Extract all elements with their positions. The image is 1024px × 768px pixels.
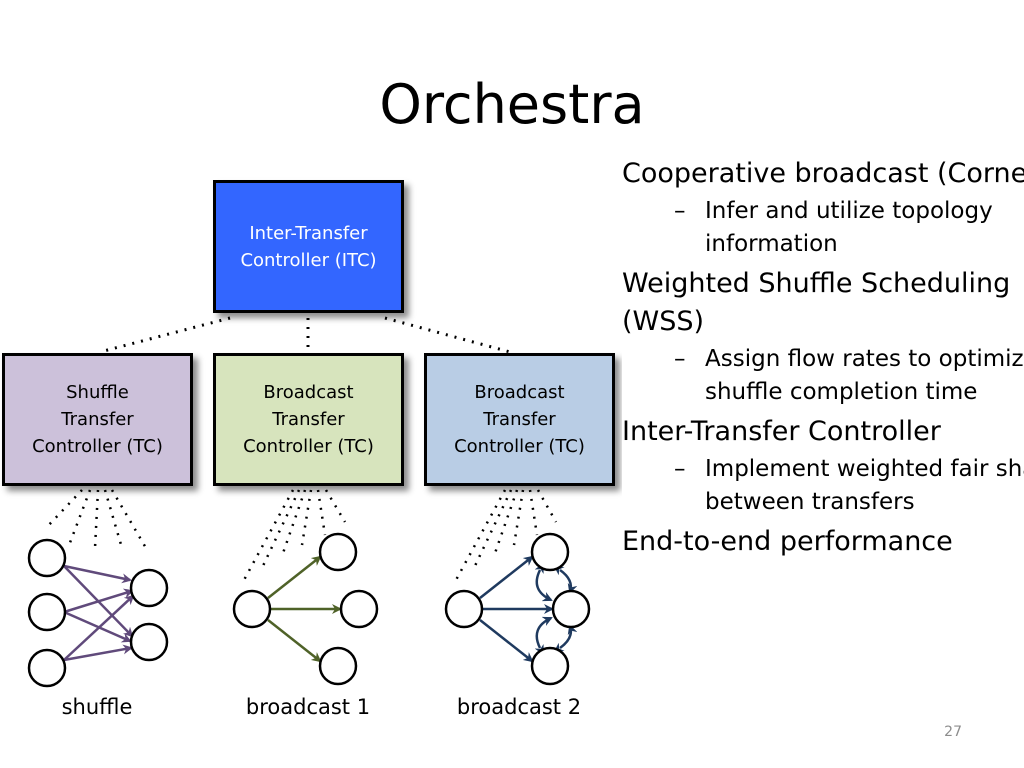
bullet-cooperative-broadcast: Cooperative broadcast (Cornet): [622, 158, 1024, 189]
slide-title: Orchestra: [379, 73, 645, 136]
caption-broadcast-2: broadcast 2: [456, 695, 582, 719]
sub-bullet-topology: – Infer and utilize topology information: [622, 195, 1024, 261]
tc-host-links: [45, 489, 558, 581]
sub-bullet-text: Infer and utilize topology information: [705, 198, 993, 257]
bullet-list: Cooperative broadcast (Cornet) – Infer a…: [622, 155, 1024, 615]
broadcast-tc-box-1: Broadcast Transfer Controller (TC): [213, 353, 404, 486]
sub-bullet-flow-rates: – Assign flow rates to optimize shuffle …: [622, 343, 1024, 409]
sub-bullet-text: Implement weighted fair sharing between …: [705, 456, 1024, 515]
broadcast2-graph: [444, 532, 591, 686]
bullet-wss: Weighted Shuffle Scheduling (WSS): [622, 268, 1011, 337]
dash-glyph: –: [674, 198, 686, 224]
shuffle-graph: [27, 538, 169, 688]
sub-bullet-fair-sharing: – Implement weighted fair sharing betwee…: [622, 453, 1024, 519]
itc-links: [99, 316, 511, 354]
itc-box: Inter-Transfer Controller (ITC): [213, 180, 404, 313]
sub-bullet-text: Assign flow rates to optimize shuffle co…: [705, 346, 1024, 405]
orchestra-diagram: [27, 316, 591, 688]
page-number: 27: [944, 724, 962, 740]
caption-shuffle: shuffle: [61, 695, 133, 719]
broadcast-tc-box-2: Broadcast Transfer Controller (TC): [424, 353, 615, 486]
dash-glyph: –: [674, 346, 686, 372]
bullet-itc: Inter-Transfer Controller: [622, 416, 941, 447]
broadcast1-graph: [232, 532, 379, 686]
caption-broadcast-1: broadcast 1: [245, 695, 371, 719]
shuffle-tc-box: Shuffle Transfer Controller (TC): [2, 353, 193, 486]
dash-glyph: –: [674, 456, 686, 482]
bullet-end-to-end: End-to-end performance: [622, 526, 953, 557]
